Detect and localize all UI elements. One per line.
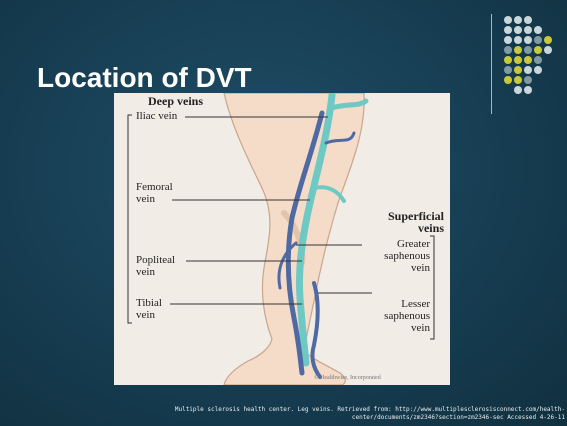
- decor-dot: [514, 46, 522, 54]
- decor-dot: [534, 66, 542, 74]
- citation-line-2: center/documents/zm2346?section=zm2346-s…: [0, 414, 565, 422]
- decor-dot: [514, 36, 522, 44]
- decor-dot: [534, 46, 542, 54]
- decor-dot: [504, 56, 512, 64]
- decor-dot: [504, 46, 512, 54]
- decor-dot: [524, 86, 532, 94]
- decor-dot: [504, 76, 512, 84]
- decorative-divider-line: [491, 14, 492, 114]
- decor-dot: [504, 16, 512, 24]
- decor-dot: [524, 26, 532, 34]
- lesser-saphenous-label-line1: Lesser: [401, 299, 430, 310]
- decor-dot: [534, 36, 542, 44]
- popliteal-vein-label-line1: Popliteal: [136, 255, 175, 266]
- citation-line-1: Multiple sclerosis health center. Leg ve…: [0, 406, 565, 414]
- leg-veins-illustration: Deep veins Iliac vein Femoral vein Popli…: [114, 93, 450, 385]
- decor-dot: [524, 36, 532, 44]
- slide-title: Location of DVT: [37, 62, 252, 94]
- superficial-veins-bracket: [430, 236, 434, 339]
- superficial-veins-heading-line2: veins: [418, 223, 444, 234]
- greater-saphenous-label-line1: Greater: [397, 239, 430, 250]
- decor-dot: [504, 36, 512, 44]
- lesser-saphenous-label-line2: saphenous: [384, 311, 430, 322]
- leg-outline: [224, 93, 364, 385]
- decor-dot: [514, 86, 522, 94]
- decor-dot: [504, 26, 512, 34]
- figure-copyright: © Healthwise, Incorporated: [314, 375, 381, 381]
- decor-dot: [524, 66, 532, 74]
- decor-dot: [514, 56, 522, 64]
- greater-saphenous-label-line2: saphenous: [384, 251, 430, 262]
- decor-dot: [514, 76, 522, 84]
- decor-dot: [514, 26, 522, 34]
- decor-dot: [514, 66, 522, 74]
- decor-dot: [544, 46, 552, 54]
- femoral-vein-label-line1: Femoral: [136, 182, 173, 193]
- popliteal-vein-label-line2: vein: [136, 267, 155, 278]
- decor-dot: [524, 56, 532, 64]
- decor-dot: [544, 36, 552, 44]
- dot-grid-decoration: [504, 16, 560, 98]
- iliac-vein-label: Iliac vein: [136, 111, 177, 122]
- decor-dot: [524, 46, 532, 54]
- deep-veins-bracket: [128, 115, 132, 323]
- decor-dot: [514, 16, 522, 24]
- tibial-vein-label-line2: vein: [136, 310, 155, 321]
- lesser-saphenous-label-line3: vein: [411, 323, 430, 334]
- deep-veins-heading: Deep veins: [148, 96, 203, 107]
- decor-dot: [524, 16, 532, 24]
- decor-dot: [524, 76, 532, 84]
- decor-dot: [534, 56, 542, 64]
- decor-dot: [504, 66, 512, 74]
- greater-saphenous-label-line3: vein: [411, 263, 430, 274]
- femoral-vein-label-line2: vein: [136, 194, 155, 205]
- citation-footer: Multiple sclerosis health center. Leg ve…: [0, 406, 567, 426]
- tibial-vein-label-line1: Tibial: [136, 298, 162, 309]
- decor-dot: [534, 26, 542, 34]
